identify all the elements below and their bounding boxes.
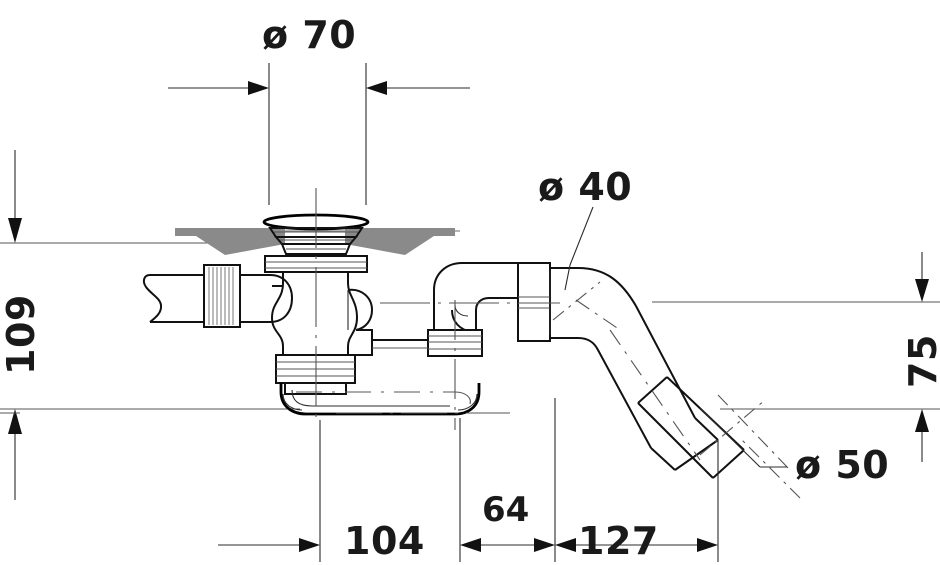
shower-tray-surface	[175, 228, 460, 255]
dimension-label-diameter-50: ø 50	[795, 443, 889, 487]
dimension-diameter-70	[168, 63, 470, 205]
dimension-height-75	[652, 252, 940, 462]
u-trap-body	[270, 272, 481, 416]
dimension-chain-bottom	[218, 398, 719, 562]
centerlines	[0, 188, 560, 430]
dimension-label-height-75: 75	[901, 334, 940, 388]
dimension-label-length-104: 104	[344, 519, 425, 563]
knurl-hatching	[208, 267, 234, 325]
leader-diameter-40	[564, 206, 594, 291]
dimension-label-diameter-40: ø 40	[538, 165, 632, 209]
dimension-height-109	[0, 150, 300, 500]
dimension-label-diameter-70: ø 70	[262, 13, 356, 57]
dimension-label-length-64: 64	[482, 490, 529, 530]
threaded-coupling-nut	[517, 262, 551, 342]
leader-diameter-50	[699, 407, 787, 468]
overflow-inlet-fitting	[142, 264, 294, 328]
dimension-label-length-127: 127	[578, 519, 659, 563]
vertical-elbow	[372, 262, 522, 357]
dimension-label-height-109: 109	[0, 294, 43, 375]
